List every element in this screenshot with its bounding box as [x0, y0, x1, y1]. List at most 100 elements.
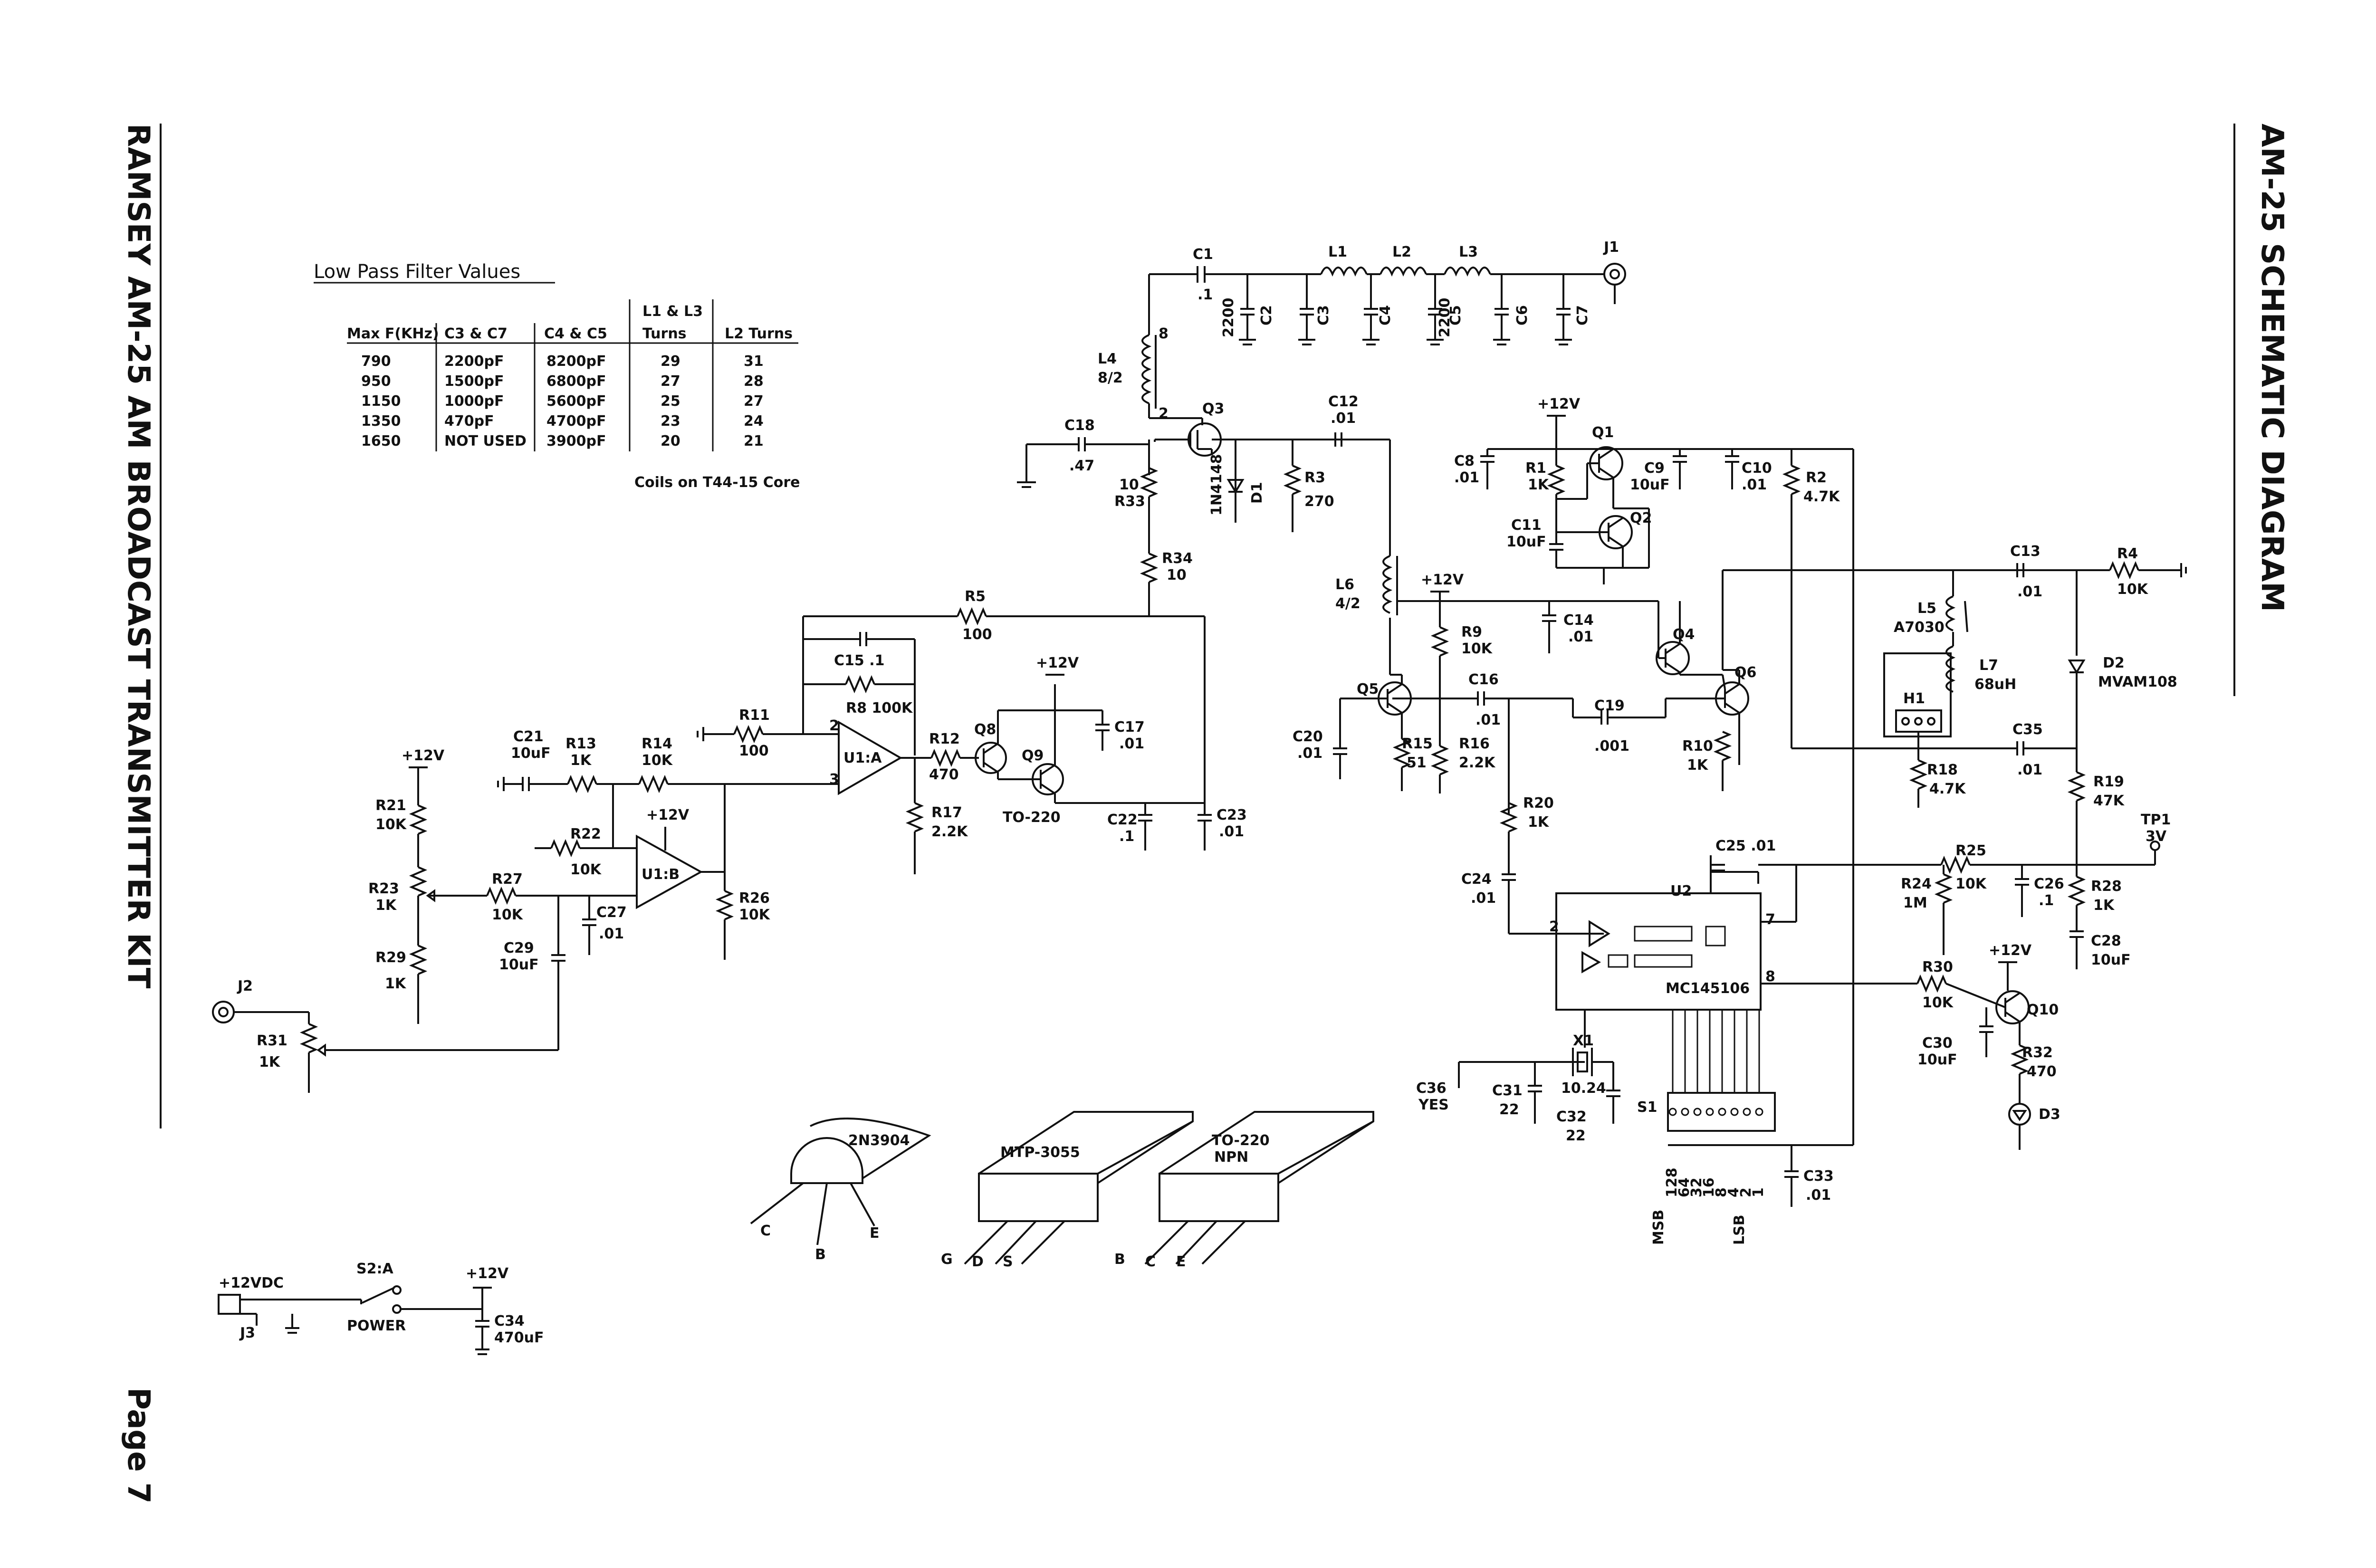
- d2-varactor: [2068, 660, 2086, 674]
- filter-table-cell: 20: [661, 433, 680, 449]
- c25-label: C25 .01: [1715, 838, 1776, 854]
- u2-chip: [1555, 892, 1762, 1011]
- c17-value: .01: [1119, 736, 1144, 752]
- filter-table-cell: 8200pF: [546, 353, 606, 370]
- r17-value: 2.2K: [931, 823, 968, 840]
- filter-table-cell: 470pF: [444, 413, 494, 430]
- filter-table-cell: 21: [744, 433, 764, 449]
- r11-resistor: [733, 725, 764, 744]
- u2-pin-2: 2: [1549, 918, 1559, 935]
- r29-label: R29: [375, 949, 406, 966]
- r34-resistor: [1140, 553, 1159, 583]
- r30-label: R30: [1922, 959, 1953, 975]
- schematic-title: AM-25 SCHEMATIC DIAGRAM: [2254, 124, 2290, 612]
- pkg-to220-c: C: [1145, 1253, 1156, 1270]
- r31-label: R31: [257, 1033, 287, 1049]
- r11-value: 100: [739, 743, 769, 759]
- c36-value: YES: [1418, 1097, 1449, 1113]
- c17-label: C17: [1114, 719, 1145, 736]
- c8-value: .01: [1454, 469, 1479, 486]
- r12-resistor: [930, 748, 961, 767]
- c11-value: 10uF: [1506, 534, 1546, 550]
- x1-value: 10.24: [1561, 1080, 1606, 1097]
- l4-pin-2: 2: [1159, 405, 1169, 422]
- r17-label: R17: [931, 804, 962, 821]
- r23-pot: [409, 866, 428, 897]
- c35-label: C35: [2012, 721, 2043, 738]
- l7-label: L7: [1979, 657, 1998, 674]
- d2-label: D2: [2103, 655, 2125, 671]
- c11-label: C11: [1511, 517, 1542, 534]
- r27-resistor: [486, 886, 517, 905]
- c33-label: C33: [1803, 1168, 1834, 1185]
- filter-shunt-caps: [1239, 274, 1572, 345]
- q5-label: Q5: [1357, 681, 1379, 698]
- filter-table-cell: 1350: [361, 413, 401, 430]
- q4-label: Q4: [1673, 626, 1695, 643]
- u1a-pin-2: 2: [829, 717, 839, 734]
- regulator-stage: +12V C8 .01 R1 1K Q1 Q2: [1454, 396, 1854, 1145]
- r29-resistor: [409, 945, 428, 975]
- l1-label: L1: [1328, 244, 1347, 260]
- r1-value: 1K: [1528, 477, 1550, 493]
- r15-resistor: [1392, 738, 1411, 768]
- r2-value: 4.7K: [1803, 488, 1840, 505]
- filter-table-cell: 25: [661, 393, 680, 410]
- c31-label: C31: [1492, 1082, 1523, 1099]
- r25-resistor: [1940, 855, 1971, 874]
- c16-label: C16: [1468, 671, 1499, 688]
- r19-value: 47K: [2093, 793, 2125, 809]
- filter-table-cell: 1650: [361, 433, 401, 449]
- q10-transistor: [1995, 990, 2030, 1024]
- c32-label: C32: [1556, 1109, 1587, 1125]
- r20-label: R20: [1523, 795, 1554, 812]
- r14-resistor: [638, 774, 669, 794]
- r20-resistor: [1499, 802, 1518, 832]
- s1-switch-position: [1668, 1108, 1677, 1116]
- s1-switch-position: [1681, 1108, 1689, 1116]
- r30-value: 10K: [1922, 994, 1954, 1011]
- pkg-2n3904-b: B: [815, 1246, 826, 1263]
- package-to220: TO-220 NPN B C E: [1114, 1111, 1374, 1270]
- j1-label: J1: [1603, 239, 1619, 256]
- s1-switch-position: [1718, 1108, 1726, 1116]
- s1-bit-label: 1: [1750, 1187, 1767, 1197]
- c2-label: C2: [1258, 305, 1275, 325]
- u2-label: U2: [1670, 883, 1692, 899]
- l5-part: A7030: [1894, 619, 1945, 636]
- r10-value: 1K: [1687, 757, 1709, 774]
- r3-value: 270: [1304, 493, 1334, 510]
- l4-transformer: [1141, 334, 1152, 404]
- c14-label: C14: [1563, 612, 1594, 629]
- c12-label: C12: [1328, 393, 1359, 410]
- input-stage: C21 10uF R13 1K R14 10K +12V R21 10K R23…: [212, 728, 839, 1093]
- c6-value: 2200: [1437, 298, 1453, 338]
- r2-resistor: [1782, 465, 1801, 495]
- s1-bit-label: 4: [1725, 1187, 1742, 1197]
- r9-label: R9: [1461, 624, 1482, 641]
- filter-table-cell: 6800pF: [546, 373, 606, 390]
- pkg-to220-type: NPN: [1214, 1149, 1248, 1166]
- c26-value: .1: [2039, 892, 2054, 909]
- s1-switch-position: [1743, 1108, 1751, 1116]
- l2-label: L2: [1392, 244, 1411, 260]
- r11-label: R11: [739, 707, 770, 724]
- c18-value: .47: [1069, 458, 1094, 474]
- u2-pin-7: 7: [1765, 911, 1775, 928]
- c7-label: C7: [1574, 305, 1591, 325]
- filter-table-cell: 3900pF: [546, 433, 606, 449]
- c36-label: C36: [1416, 1080, 1447, 1097]
- r32-resistor: [2010, 1044, 2029, 1075]
- c1-label: C1: [1193, 246, 1213, 263]
- kit-title: RAMSEY AM-25 AM BROADCAST TRANSMITTER KI…: [121, 124, 156, 989]
- l3-inductor: [1444, 267, 1491, 277]
- synthesizer: U2 MC145106 C25 .01 2 7 8 R30 10K Q10 +1…: [1416, 838, 2060, 1245]
- c16-value: .01: [1475, 712, 1501, 728]
- c18-label: C18: [1064, 417, 1095, 434]
- r20-value: 1K: [1528, 814, 1550, 831]
- r26-value: 10K: [739, 907, 771, 923]
- c29-label: C29: [504, 940, 534, 956]
- q4-transistor: [1656, 641, 1690, 675]
- filter-footnote: Coils on T44-15 Core: [634, 474, 800, 491]
- pkg-2n3904-label: 2N3904: [848, 1132, 910, 1149]
